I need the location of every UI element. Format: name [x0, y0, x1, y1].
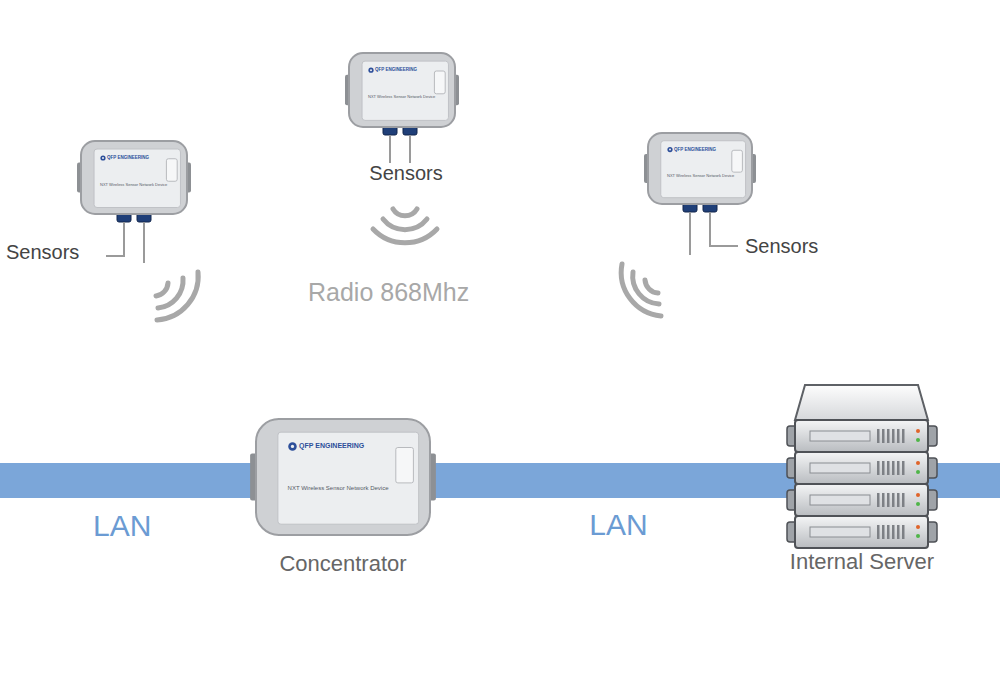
server-unit: [795, 420, 928, 452]
label-holder: LAN: [589, 508, 647, 543]
logo-mark: [667, 147, 672, 152]
device-text: NXT Wireless Sensor Network Device: [288, 485, 389, 492]
device-latch: [166, 159, 177, 182]
server-lid: [795, 385, 928, 420]
status-led: [916, 534, 920, 538]
node-caption: Concentrator: [279, 551, 406, 576]
device-text: NXT Wireless Sensor Network Device: [667, 174, 734, 179]
device-node: QFP ENGINEERING NXT Wireless Sensor Netwo…: [255, 418, 431, 580]
vent-slot: [877, 429, 880, 443]
radio-waves: [156, 209, 661, 320]
lan-label: LAN: [93, 509, 151, 544]
device-panel: [661, 141, 746, 198]
vent-slot: [877, 525, 880, 539]
vent-slot: [887, 525, 890, 539]
device-outline: [647, 132, 753, 205]
label-holder: Sensors: [369, 162, 442, 185]
device-text: NXT Wireless Sensor Network Device: [100, 183, 167, 188]
device-latch: [396, 448, 414, 483]
logo-mark: [669, 149, 671, 151]
label-holder: Sensors: [745, 235, 818, 258]
vent-slot: [882, 429, 885, 443]
vent-slot: [892, 429, 895, 443]
status-led: [916, 502, 920, 506]
vent-slot: [897, 493, 900, 507]
brand-text: QFP ENGINEERING: [375, 67, 417, 72]
vent-slot: [882, 461, 885, 475]
vent-slot: [902, 429, 905, 443]
device-text: NXT Wireless Sensor Network Device: [368, 95, 435, 100]
vent-slot: [887, 461, 890, 475]
label-holder: Radio 868Mhz: [308, 278, 469, 307]
device-housing: [81, 141, 187, 214]
vent-slot: [902, 493, 905, 507]
drive-bay: [810, 431, 870, 441]
sensor-leads: [106, 135, 738, 263]
device-node: QFP ENGINEERING NXT Wireless Sensor Netwo…: [80, 140, 188, 215]
server-unit: [795, 484, 928, 516]
sensors-label: Sensors: [745, 235, 818, 258]
vent-slot: [892, 493, 895, 507]
device-latch: [434, 71, 445, 94]
status-led: [916, 470, 920, 474]
logo-mark: [368, 68, 373, 73]
logo-mark: [102, 157, 104, 159]
vent-slot: [887, 493, 890, 507]
device-panel: [94, 149, 180, 208]
device-latch: [732, 150, 743, 172]
vent-slot: [877, 461, 880, 475]
vent-slot: [892, 525, 895, 539]
status-led: [916, 493, 920, 497]
vent-slot: [882, 493, 885, 507]
brand-text: QFP ENGINEERING: [299, 442, 364, 450]
logo-mark: [100, 155, 105, 160]
logo-mark: [291, 445, 294, 448]
lan-label: LAN: [589, 508, 647, 543]
vent-slot: [882, 525, 885, 539]
cable-glands: [117, 125, 717, 222]
device-housing: [648, 133, 752, 204]
vent-slot: [887, 429, 890, 443]
label-holder: LAN: [93, 509, 151, 544]
lan-link: [431, 463, 762, 498]
device-housing: [349, 53, 455, 127]
sensors-label: Sensors: [6, 241, 79, 264]
device-housing: [256, 419, 430, 535]
vent-slot: [902, 461, 905, 475]
sensors-label: Sensors: [369, 162, 442, 185]
device-outline: [80, 140, 188, 215]
device-panel: [362, 61, 448, 120]
vent-slot: [897, 525, 900, 539]
vent-slot: [897, 461, 900, 475]
server-unit: [795, 452, 928, 484]
drive-bay: [810, 495, 870, 505]
device-node: QFP ENGINEERING NXT Wireless Sensor Netwo…: [647, 132, 753, 205]
radio-label: Radio 868Mhz: [308, 278, 469, 307]
vent-slot: [902, 525, 905, 539]
status-led: [916, 438, 920, 442]
label-holder: Sensors: [6, 241, 79, 264]
device-node: QFP ENGINEERING NXT Wireless Sensor Netwo…: [348, 52, 456, 128]
server-node: Internal Server: [762, 372, 962, 577]
drive-bay: [810, 463, 870, 473]
drive-bay: [810, 527, 870, 537]
status-led: [916, 461, 920, 465]
vent-slot: [897, 429, 900, 443]
device-panel: [278, 432, 419, 524]
logo-mark: [370, 69, 372, 71]
brand-text: QFP ENGINEERING: [674, 147, 716, 152]
server-unit: [795, 516, 928, 548]
device-outline: [348, 52, 456, 128]
logo-mark: [288, 442, 296, 450]
status-led: [916, 429, 920, 433]
brand-text: QFP ENGINEERING: [107, 155, 149, 160]
server-icon: [762, 372, 962, 577]
vent-slot: [877, 493, 880, 507]
node-caption: Internal Server: [790, 549, 934, 574]
status-led: [916, 525, 920, 529]
vent-slot: [892, 461, 895, 475]
